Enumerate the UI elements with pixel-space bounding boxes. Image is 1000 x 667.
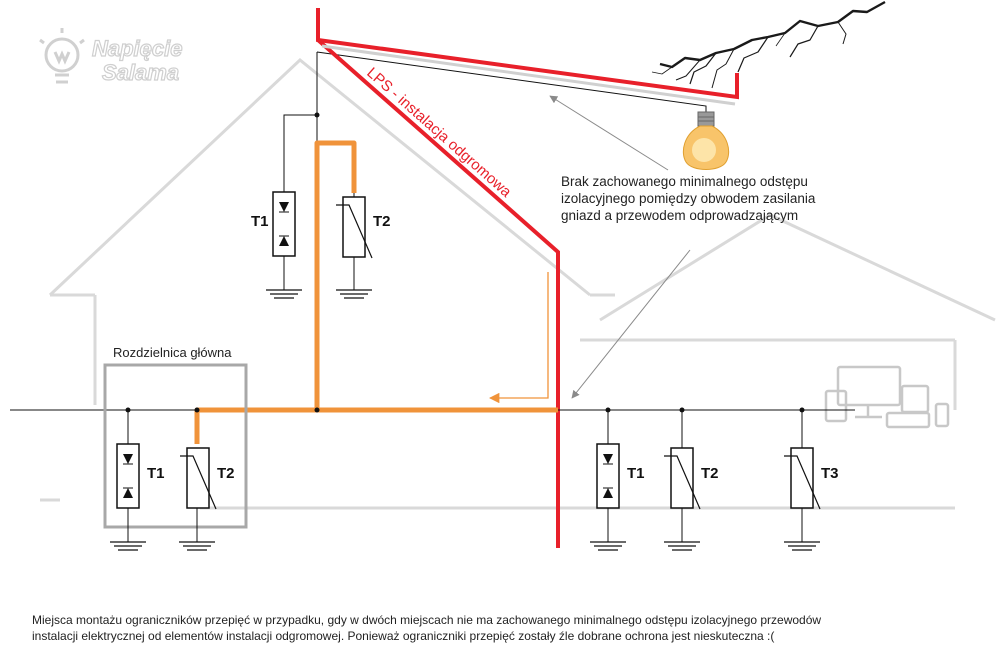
- spd-t1-attic: [266, 191, 302, 299]
- surge-direction-arrow: [488, 272, 549, 404]
- devices-icon: [824, 365, 950, 429]
- light-bulb-icon: [682, 111, 730, 170]
- caption-line-2: instalacji elektrycznej od elementów ins…: [32, 629, 775, 643]
- spd-t2-attic: [336, 193, 373, 299]
- t3-right-label: T3: [821, 465, 839, 482]
- warning-line-1: Brak zachowanego minimalnego odstępu: [561, 174, 808, 189]
- spd-t1-switchboard: [110, 410, 146, 551]
- spd-t2-right: [664, 410, 701, 551]
- warning-line-2: izolacyjnego pomiędzy obwodem zasilania: [561, 191, 816, 206]
- switchboard-label: Rozdzielnica główna: [113, 345, 232, 360]
- roof-cable: [283, 51, 707, 192]
- spd-t2-switchboard: [179, 447, 217, 551]
- spd-t3-right: [784, 410, 821, 551]
- warning-arrows: [549, 95, 691, 399]
- t1-attic-label: T1: [251, 213, 269, 230]
- warning-line-3: gniazd a przewodem odprowadzającym: [561, 208, 798, 223]
- t2-attic-label: T2: [373, 213, 391, 230]
- diagram-caption: Miejsca montażu ograniczników przepięć w…: [32, 612, 972, 644]
- lps-lightning-protection: [316, 8, 739, 548]
- logo-icon: [39, 28, 85, 84]
- lightning-bolt-icon: [651, 0, 886, 89]
- warning-note: Brak zachowanego minimalnego odstępu izo…: [561, 174, 816, 223]
- logo: Napięcie Salama: [39, 28, 183, 86]
- lps-label: LPS - instalacja odgromowa: [363, 64, 515, 201]
- t2-right-label: T2: [701, 465, 719, 482]
- t1-right-label: T1: [627, 465, 645, 482]
- house-outline: [40, 58, 996, 510]
- main-switchboard-box: [103, 363, 248, 529]
- spd-t1-right: [590, 410, 626, 551]
- logo-text-line1: Napięcie: [92, 36, 183, 61]
- roof-shadow: [321, 44, 736, 106]
- t1-switchboard-label: T1: [147, 465, 165, 482]
- logo-text-line2: Salama: [102, 60, 179, 85]
- t2-switchboard-label: T2: [217, 465, 235, 482]
- caption-line-1: Miejsca montażu ograniczników przepięć w…: [32, 613, 822, 627]
